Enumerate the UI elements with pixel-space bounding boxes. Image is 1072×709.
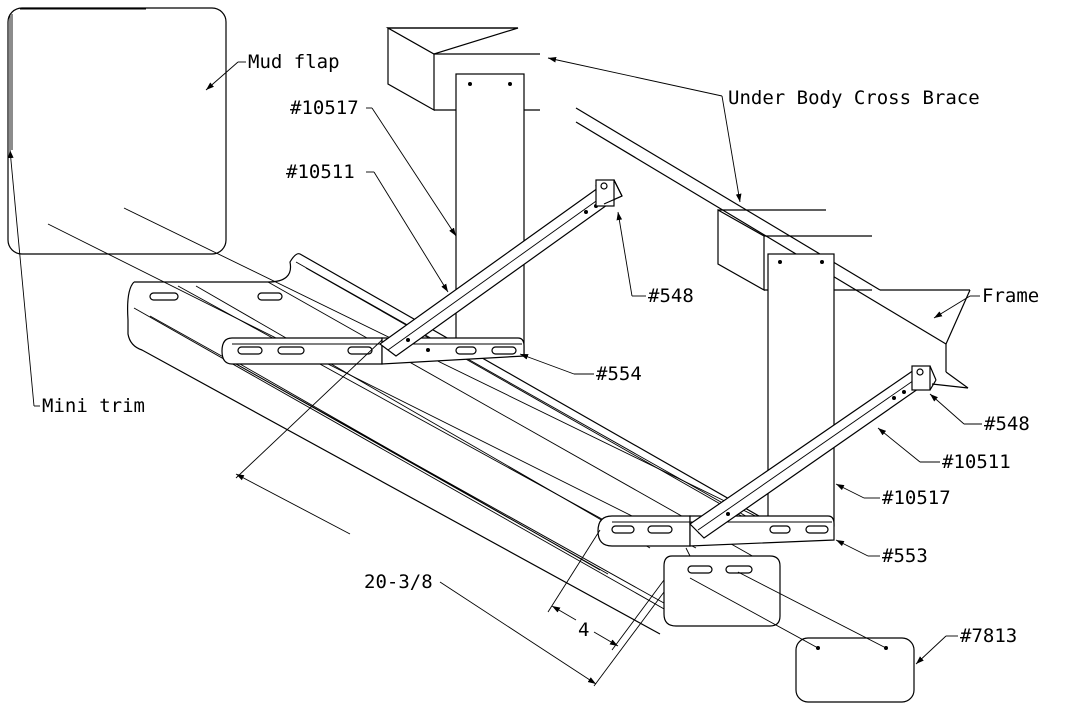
clip-548-upper [595,179,623,207]
running-board [47,207,781,635]
dimension-20-3-8 [235,339,665,687]
label-part-554: #554 [596,363,642,385]
mounting-plate-553 [597,515,835,547]
frame-rail [575,107,971,389]
label-part-548-right: #548 [984,413,1030,435]
mounting-plate-554 [221,337,525,365]
plate-7813 [689,571,915,703]
label-dim-20-3-8: 20-3/8 [364,571,433,593]
label-part-10511-top: #10511 [286,161,355,183]
label-part-7813: #7813 [960,625,1017,647]
end-cap [663,547,781,627]
label-part-553: #553 [882,545,928,567]
label-part-10511-right: #10511 [942,451,1011,473]
label-dim-4: 4 [578,619,589,641]
label-mini-trim: Mini trim [42,395,145,417]
label-part-10517-right: #10517 [882,487,951,509]
mud-flap [7,7,227,255]
leader-lines [7,56,982,665]
label-frame: Frame [982,285,1039,307]
dimension-4 [547,529,665,651]
label-under-body-cross-brace: Under Body Cross Brace [728,87,980,109]
bracket-10517-upper [455,73,525,355]
label-mud-flap: Mud flap [248,51,340,73]
cross-brace-lower [717,208,872,292]
label-part-548-top: #548 [648,285,694,307]
label-part-10517-top: #10517 [290,97,359,119]
clip-548-lower [911,365,937,391]
